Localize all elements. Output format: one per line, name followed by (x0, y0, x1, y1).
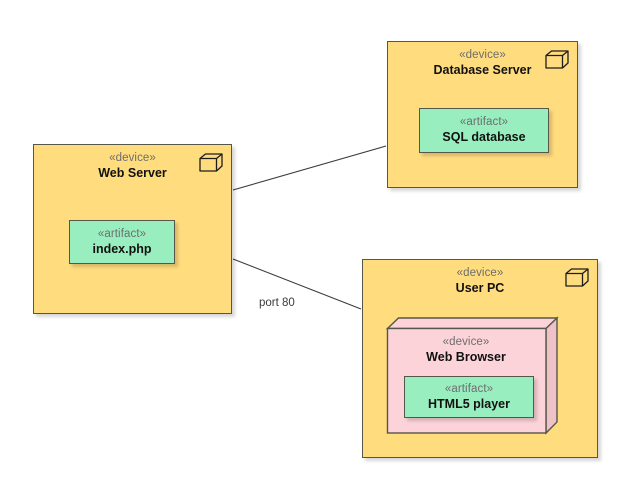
artifact-sql-database[interactable]: «artifact» SQL database (419, 108, 549, 153)
device-node-user-pc[interactable]: «device» User PC «device» Web Browser (362, 259, 598, 458)
web-browser-top-face (385, 317, 559, 330)
web-browser-side-face (545, 316, 558, 435)
connector-web-server-to-database-server[interactable] (232, 145, 387, 191)
stereotype-label: «artifact» (459, 116, 509, 129)
device-node-web-server[interactable]: «device» Web Server «artifact» index.php (33, 144, 232, 314)
artifact-name: index.php (92, 241, 152, 256)
device-node-user-pc-header: «device» User PC (363, 267, 597, 295)
device-node-name: User PC (455, 280, 505, 295)
cube-icon (199, 153, 223, 172)
artifact-name: HTML5 player (428, 396, 510, 411)
stereotype-label: «artifact» (444, 382, 494, 395)
cube-icon (565, 268, 589, 287)
device-node-database-server[interactable]: «device» Database Server «artifact» SQL … (387, 41, 578, 188)
connector-web-server-to-user-pc[interactable] (232, 258, 362, 310)
connector-label-port-80: port 80 (259, 297, 295, 309)
device-node-web-browser[interactable]: «device» Web Browser «artifact» HTML5 pl… (385, 316, 559, 435)
artifact-name: SQL database (442, 130, 526, 145)
stereotype-label: «artifact» (97, 227, 147, 240)
artifact-index-php[interactable]: «artifact» index.php (69, 220, 175, 264)
stereotype-label: «device» (456, 267, 504, 279)
artifact-html5-player[interactable]: «artifact» HTML5 player (404, 376, 534, 418)
cube-icon (545, 50, 569, 69)
